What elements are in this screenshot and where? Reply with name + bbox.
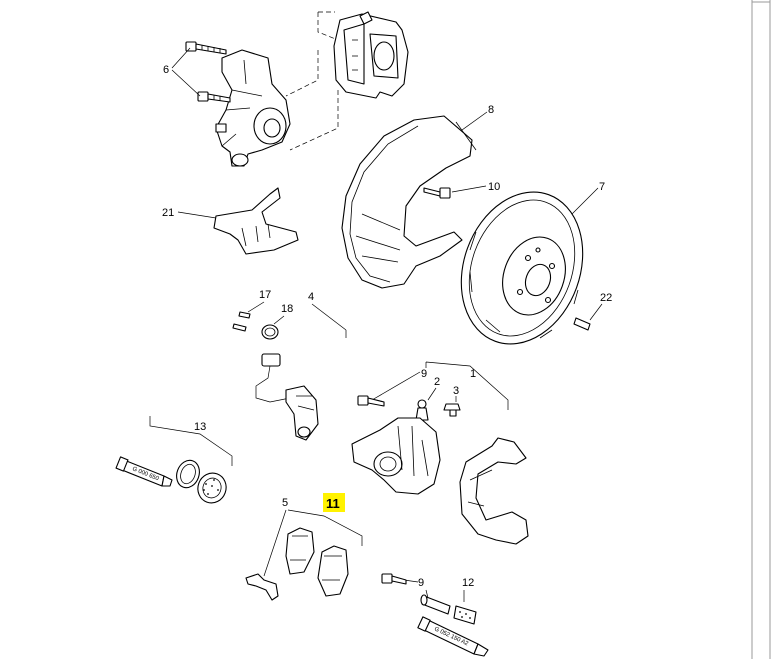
assembly-dashed-lines [285,11,339,151]
splash-shield [341,115,477,289]
callout-group-4: 4 17 18 [247,289,347,338]
bolt-6-upper [185,41,227,55]
bolt-6-lower [197,91,231,103]
cap-3 [443,403,461,417]
callout-label-21: 21 [162,207,174,219]
wheel-bearing-housing [215,49,291,167]
callout-group-13: 13 [149,416,233,466]
callout-label-18: 18 [281,303,293,315]
callout-group-caliper: 9 2 3 1 [371,361,509,410]
callout-group-guide: 9 12 [403,577,474,602]
upper-caliper [333,11,409,99]
guide-pin [420,594,451,615]
callout-label-10: 10 [488,181,500,193]
callout-label-11: 11 [326,496,340,511]
screw-22: 22 [573,292,612,331]
callout-label-5: 5 [282,497,288,509]
callout-label-22: 22 [600,292,612,304]
callout-label-1: 1 [470,368,476,380]
callout-11-highlighted: 11 [323,493,345,512]
bolt-9-upper [357,395,385,407]
bleed-valve-2 [415,399,429,421]
caliper-carrier [459,437,529,545]
callout-6: 6 [163,47,201,97]
callout-label-7: 7 [599,181,605,193]
bolt-9-lower [381,573,407,585]
callout-label-2: 2 [434,376,440,388]
callout-label-12: 12 [462,577,474,589]
callout-label-4: 4 [308,291,314,303]
caliper-housing [351,417,441,495]
seal-ring-13 [176,459,200,489]
screw-17 [232,311,251,332]
frame [751,0,771,659]
brake-pad-inner [285,527,315,575]
brake-disc [460,191,584,345]
callout-8: 8 [461,104,494,131]
bracket-21: 21 [162,187,299,255]
guide-bush-12 [453,605,477,625]
anti-rattle-spring-5 [245,573,279,601]
callout-label-13: 13 [194,421,206,433]
callout-label-8: 8 [488,104,494,116]
callout-7: 7 [571,181,605,215]
callout-label-6: 6 [163,64,169,76]
bolt-10: 10 [423,181,500,199]
o-ring-18 [261,324,279,340]
callout-label-9a: 9 [421,368,427,380]
boot-13 [197,472,227,504]
grease-tube-12: G 052 150 A2 [417,616,489,657]
brake-pad-outer [317,545,349,597]
callout-label-17: 17 [259,289,271,301]
callout-label-9b: 9 [418,577,424,589]
callout-group-pads: 5 [263,497,363,577]
grease-tube-13: G 000 650 [115,456,173,487]
wear-sensor-wire [255,353,319,441]
callout-label-3: 3 [453,385,459,397]
